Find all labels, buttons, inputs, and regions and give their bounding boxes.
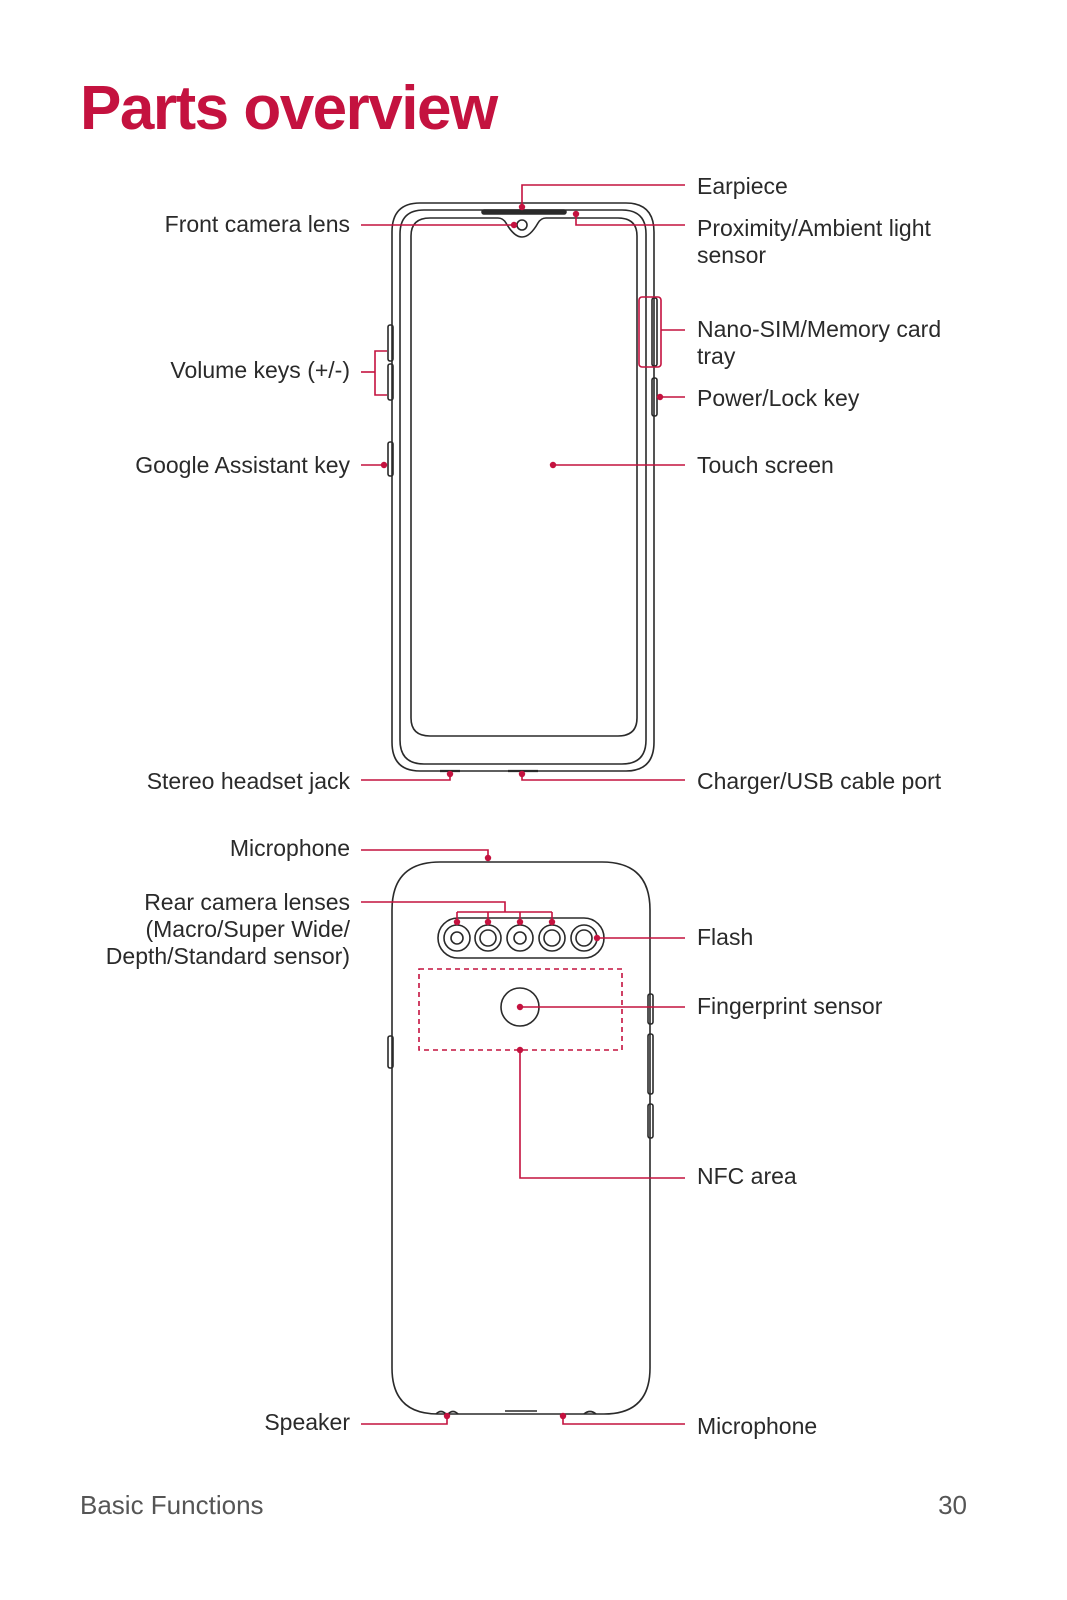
label-microphone-top: Microphone (229, 835, 350, 861)
label-nfc-area: NFC area (697, 1163, 797, 1189)
nfc-area-outline (418, 968, 623, 1051)
rear-lens-2 (474, 924, 502, 952)
callout-dots (380, 203, 664, 1420)
label-front-camera-lens: Front camera lens (164, 211, 350, 237)
label-google-assistant-key: Google Assistant key (135, 452, 350, 478)
label-fingerprint-sensor: Fingerprint sensor (697, 993, 883, 1019)
page-number: 30 (938, 1490, 967, 1520)
footer-section: Basic Functions (80, 1490, 264, 1520)
label-charger-usb-port: Charger/USB cable port (697, 768, 942, 794)
label-stereo-headset-jack: Stereo headset jack (146, 768, 350, 794)
rear-lens-1 (443, 924, 471, 952)
page-title: Parts overview (80, 74, 498, 143)
label-proximity-sensor: Proximity/Ambient light sensor (697, 215, 931, 268)
sim-tray (651, 297, 658, 367)
volume-down-key (387, 363, 394, 401)
label-touch-screen: Touch screen (697, 452, 834, 478)
label-speaker: Speaker (264, 1409, 350, 1435)
label-nano-sim-tray: Nano-SIM/Memory card tray (697, 316, 942, 369)
label-flash: Flash (697, 924, 754, 950)
label-microphone-bottom: Microphone (697, 1413, 818, 1439)
back-phone (387, 861, 654, 1415)
label-power-lock-key: Power/Lock key (697, 385, 860, 411)
label-earpiece: Earpiece (697, 173, 788, 199)
flash-unit (570, 924, 598, 952)
volume-up-key (387, 324, 394, 362)
front-phone (387, 202, 658, 773)
label-rear-camera-lenses: Rear camera lenses (Macro/Super Wide/ De… (105, 889, 350, 969)
rear-lens-3 (506, 924, 534, 952)
rear-lens-4 (538, 924, 566, 952)
front-camera (516, 219, 528, 231)
earpiece-grille (481, 209, 567, 215)
label-volume-keys: Volume keys (+/-) (170, 357, 350, 383)
google-assistant-key (387, 441, 394, 477)
